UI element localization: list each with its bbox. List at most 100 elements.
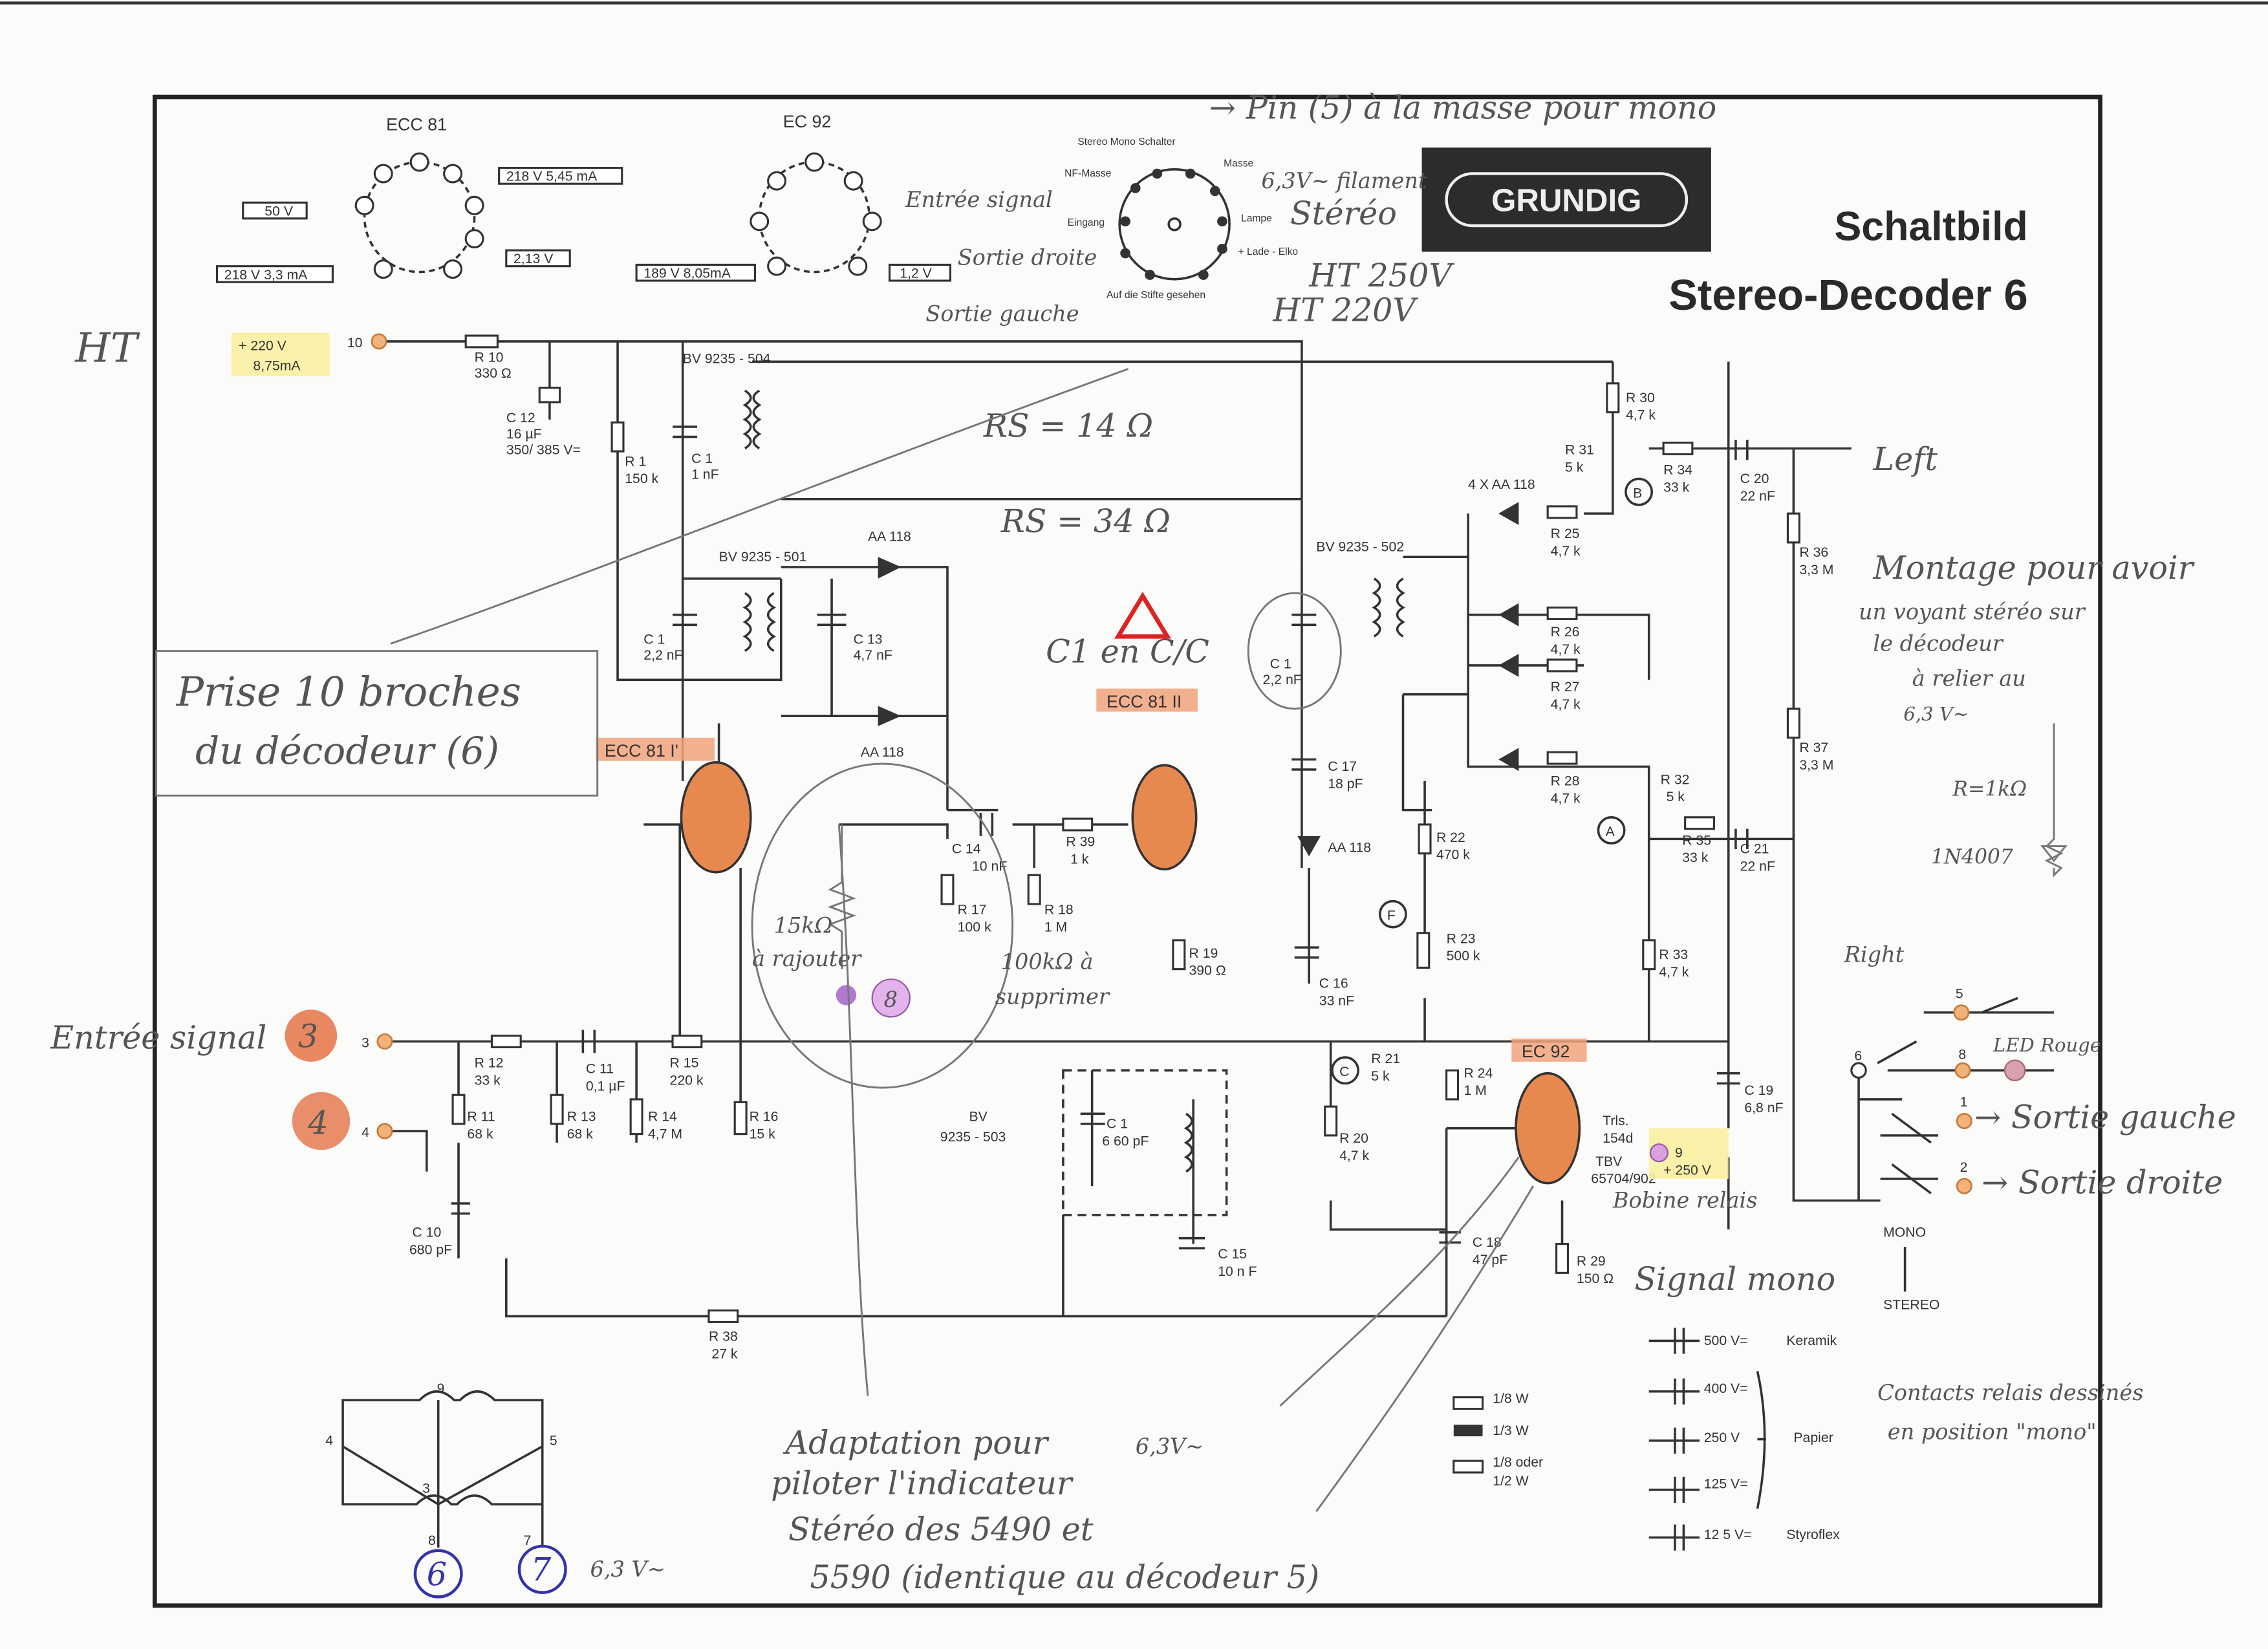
svg-text:C 20: C 20 — [1740, 471, 1769, 486]
grundig-logo: GRUNDIG — [1421, 147, 1711, 252]
svg-text:1/8 oder: 1/8 oder — [1493, 1454, 1543, 1470]
svg-text:BV 9235 - 502: BV 9235 - 502 — [1316, 539, 1404, 554]
svg-text:680 pF: 680 pF — [409, 1242, 452, 1257]
svg-text:C 13: C 13 — [854, 631, 883, 647]
svg-text:C 10: C 10 — [412, 1224, 441, 1240]
svg-text:R 25: R 25 — [1551, 526, 1580, 541]
svg-text:R 37: R 37 — [1799, 740, 1828, 755]
tube-ecc81-1 — [680, 761, 752, 874]
svg-text:68 k: 68 k — [567, 1126, 594, 1141]
svg-text:1 M: 1 M — [1463, 1083, 1486, 1098]
svg-text:16 µF: 16 µF — [506, 426, 542, 442]
svg-text:5: 5 — [1956, 986, 1963, 1001]
svg-text:C 11: C 11 — [586, 1061, 614, 1077]
svg-text:B: B — [1633, 486, 1642, 501]
svg-text:du décodeur (6): du décodeur (6) — [195, 729, 499, 773]
svg-text:4: 4 — [325, 1433, 333, 1449]
svg-text:5 k: 5 k — [1667, 789, 1685, 804]
svg-text:HT 220V: HT 220V — [1272, 292, 1418, 329]
svg-text:HT 250V: HT 250V — [1308, 257, 1454, 294]
svg-text:NF-Masse: NF-Masse — [1064, 168, 1111, 179]
svg-text:R 10: R 10 — [475, 349, 504, 365]
svg-text:2: 2 — [1960, 1159, 1968, 1175]
svg-text:R 26: R 26 — [1551, 624, 1580, 640]
svg-text:Left: Left — [1872, 440, 1938, 478]
svg-text:BV: BV — [969, 1109, 988, 1125]
svg-text:Sortie droite: Sortie droite — [958, 244, 1097, 270]
relay-voltage-label: + 250 V — [1663, 1162, 1712, 1178]
svg-text:C1 en C/C: C1 en C/C — [1046, 633, 1209, 671]
svg-text:15kΩ: 15kΩ — [774, 913, 833, 938]
svg-text:C 1: C 1 — [643, 631, 665, 647]
svg-text:Entrée signal: Entrée signal — [905, 187, 1053, 212]
svg-text:un voyant stéréo sur: un voyant stéréo sur — [1859, 599, 2086, 624]
switch-mono-label: MONO — [1883, 1224, 1926, 1240]
supply-voltage: + 220 V — [239, 338, 287, 353]
svg-text:15 k: 15 k — [750, 1126, 776, 1141]
svg-text:1N4007: 1N4007 — [1931, 845, 2013, 868]
svg-text:R 38: R 38 — [709, 1328, 738, 1344]
svg-text:AA 118: AA 118 — [1328, 839, 1371, 855]
svg-text:1,2 V: 1,2 V — [900, 266, 932, 281]
svg-text:R 14: R 14 — [648, 1109, 677, 1125]
svg-text:33 k: 33 k — [475, 1073, 501, 1088]
svg-text:470 k: 470 k — [1436, 847, 1470, 863]
svg-text:390 Ω: 390 Ω — [1189, 963, 1226, 978]
svg-text:6,3 V~: 6,3 V~ — [1903, 703, 1969, 725]
svg-text:AA 118: AA 118 — [861, 744, 904, 760]
tube-ec92 — [1515, 1072, 1581, 1185]
pin-10 — [371, 333, 387, 350]
svg-text:Trls.: Trls. — [1603, 1113, 1629, 1128]
svg-text:7: 7 — [524, 1533, 532, 1548]
svg-text:100kΩ à: 100kΩ à — [1001, 949, 1094, 975]
tube-label-ec92: EC 92 — [1522, 1042, 1570, 1061]
svg-text:1 nF: 1 nF — [691, 466, 719, 482]
svg-text:3: 3 — [362, 1035, 369, 1050]
svg-text:C 16: C 16 — [1319, 976, 1348, 991]
svg-text:C 15: C 15 — [1218, 1246, 1247, 1262]
svg-text:R 21: R 21 — [1371, 1051, 1400, 1066]
svg-text:5: 5 — [550, 1433, 557, 1449]
svg-text:C 18: C 18 — [1473, 1234, 1502, 1250]
svg-text:→ Pin (5) à la masse pour mono: → Pin (5) à la masse pour mono — [1209, 89, 1717, 127]
svg-text:en position "mono": en position "mono" — [1888, 1419, 2097, 1445]
svg-text:9235 - 503: 9235 - 503 — [940, 1129, 1006, 1145]
svg-text:2,2 nF: 2,2 nF — [643, 647, 682, 663]
svg-text:6: 6 — [427, 1555, 447, 1593]
svg-text:33 nF: 33 nF — [1319, 993, 1354, 1009]
svg-text:Montage pour avoir: Montage pour avoir — [1872, 549, 2194, 587]
svg-text:4,7 k: 4,7 k — [1551, 790, 1581, 806]
svg-text:4,7 nF: 4,7 nF — [854, 647, 892, 663]
svg-text:6,3V~: 6,3V~ — [1136, 1434, 1204, 1459]
supply-pin-label: 10 — [347, 335, 363, 350]
ec92-pinout: EC 92 189 V 8,05mA 1,2 V — [635, 112, 952, 282]
svg-text:8: 8 — [1958, 1046, 1966, 1062]
svg-text:R 22: R 22 — [1436, 830, 1465, 845]
svg-text:Auf die Stifte gesehen: Auf die Stifte gesehen — [1107, 290, 1205, 301]
svg-text:1 M: 1 M — [1044, 920, 1067, 935]
schematic-frame — [152, 94, 2102, 1608]
svg-text:Papier: Papier — [1793, 1430, 1833, 1445]
svg-text:3,3 M: 3,3 M — [1799, 562, 1833, 577]
svg-text:4: 4 — [307, 1105, 328, 1142]
svg-text:100 k: 100 k — [958, 920, 991, 935]
svg-text:22 nF: 22 nF — [1740, 859, 1775, 874]
svg-text:R 36: R 36 — [1799, 544, 1828, 560]
svg-text:Stéréo: Stéréo — [1290, 195, 1397, 232]
svg-text:3: 3 — [422, 1480, 430, 1496]
svg-text:à relier au: à relier au — [1912, 665, 2026, 691]
svg-text:le décodeur: le décodeur — [1873, 631, 2003, 656]
svg-text:+ Lade - Elko: + Lade - Elko — [1238, 246, 1299, 257]
svg-text:6,3 V~: 6,3 V~ — [590, 1557, 665, 1582]
svg-text:→ Sortie gauche: → Sortie gauche — [1974, 1099, 2236, 1136]
svg-text:500 V=: 500 V= — [1704, 1333, 1748, 1348]
svg-text:Entrée signal: Entrée signal — [50, 1019, 266, 1057]
svg-text:4,7 k: 4,7 k — [1551, 641, 1581, 657]
title-decoder: Stereo-Decoder 6 — [1669, 271, 2027, 319]
svg-text:R=1kΩ: R=1kΩ — [1952, 777, 2027, 801]
svg-text:LED Rouge: LED Rouge — [1993, 1034, 2101, 1056]
svg-text:Right: Right — [1844, 942, 1905, 967]
svg-text:250 V: 250 V — [1704, 1430, 1740, 1445]
component-symbols — [451, 334, 1800, 1323]
